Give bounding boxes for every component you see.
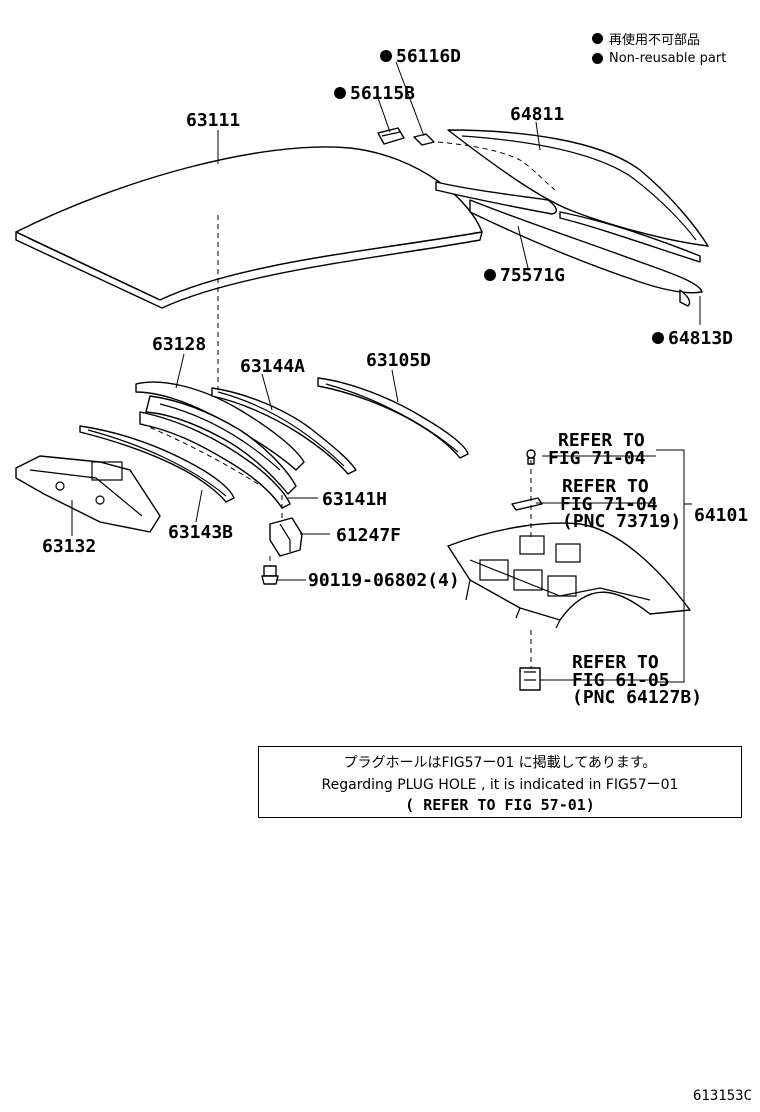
clip-56115B[interactable] bbox=[377, 127, 405, 145]
refer-fig71-04-b-line2[interactable]: FIG 71-04 bbox=[560, 494, 658, 515]
legend-text-en: Non-reusable part bbox=[609, 50, 727, 66]
refer-fig71-04-a-line1[interactable]: REFER TO bbox=[558, 430, 645, 451]
refer-fig71-04-b-line3[interactable]: (PNC 73719) bbox=[562, 511, 681, 532]
non-reusable-dot-icon bbox=[652, 332, 664, 344]
weatherstrip-75571G[interactable] bbox=[435, 181, 558, 215]
legend-row-en: Non-reusable part bbox=[592, 48, 726, 68]
dam-64813D[interactable] bbox=[469, 199, 703, 307]
label-75571G[interactable]: 75571G bbox=[500, 265, 565, 286]
label-63143B[interactable]: 63143B bbox=[168, 522, 233, 543]
non-reusable-dot-icon bbox=[380, 50, 392, 62]
label-63132[interactable]: 63132 bbox=[42, 536, 96, 557]
note-line-refer[interactable]: ( REFER TO FIG 57-01) bbox=[405, 796, 595, 814]
roof-panel-63111[interactable] bbox=[15, 146, 483, 309]
dashed-leader bbox=[141, 423, 259, 485]
note-line-en: Regarding PLUG HOLE , it is indicated in… bbox=[321, 777, 679, 793]
non-reusable-dot-icon bbox=[484, 269, 496, 281]
non-reusable-dot-icon bbox=[592, 32, 603, 44]
label-64813D[interactable]: 64813D bbox=[668, 328, 733, 349]
label-64811[interactable]: 64811 bbox=[510, 104, 564, 125]
note-line-jp: プラグホールはFIG57ー01 に掲載してあります。 bbox=[343, 755, 657, 771]
figure-id: 613153C bbox=[692, 1088, 752, 1104]
label-63105D[interactable]: 63105D bbox=[366, 350, 431, 371]
dashed-leader bbox=[437, 141, 556, 191]
roof-panel-63132[interactable] bbox=[15, 455, 161, 533]
legend: 再使用不可部品 Non-reusable part bbox=[592, 28, 726, 68]
bracket-61247F[interactable] bbox=[269, 517, 303, 557]
refer-fig71-04-b-line1[interactable]: REFER TO bbox=[562, 476, 649, 497]
clip-56116D[interactable] bbox=[413, 133, 435, 146]
label-63141H[interactable]: 63141H bbox=[322, 489, 387, 510]
non-reusable-dot-icon bbox=[334, 87, 346, 99]
label-64101[interactable]: 64101 bbox=[694, 505, 748, 526]
clip-fig71-04-b[interactable] bbox=[511, 497, 543, 511]
label-90119-06802[interactable]: 90119-06802(4) bbox=[308, 570, 460, 591]
bracket-fig61-05[interactable] bbox=[519, 667, 541, 691]
legend-row-jp: 再使用不可部品 bbox=[592, 28, 726, 48]
roof-bow-63143B[interactable] bbox=[79, 425, 235, 503]
label-61247F[interactable]: 61247F bbox=[336, 525, 401, 546]
refer-fig61-05-line1[interactable]: REFER TO bbox=[572, 652, 659, 673]
plug-hole-note: プラグホールはFIG57ー01 に掲載してあります。 Regarding PLU… bbox=[258, 746, 742, 818]
roof-panel-reinforcement-63128[interactable] bbox=[135, 381, 305, 509]
roof-bow-63144A[interactable] bbox=[211, 387, 357, 475]
label-63144A[interactable]: 63144A bbox=[240, 356, 305, 377]
legend-text-jp: 再使用不可部品 bbox=[609, 32, 701, 48]
non-reusable-dot-icon bbox=[592, 52, 603, 64]
leader-lines bbox=[71, 61, 701, 683]
label-56115B[interactable]: 56115B bbox=[350, 83, 415, 104]
back-window-glass-64811[interactable] bbox=[447, 129, 709, 247]
roof-bow-63105D[interactable] bbox=[317, 377, 469, 459]
refer-fig61-05-line3[interactable]: (PNC 64127B) bbox=[572, 687, 702, 708]
refer-fig61-05-line2[interactable]: FIG 61-05 bbox=[572, 670, 670, 691]
label-63128[interactable]: 63128 bbox=[152, 334, 206, 355]
label-56116D[interactable]: 56116D bbox=[396, 46, 461, 67]
bolt-90119[interactable] bbox=[261, 565, 279, 585]
label-63111[interactable]: 63111 bbox=[186, 110, 240, 131]
refer-fig71-04-a-line2[interactable]: FIG 71-04 bbox=[548, 448, 646, 469]
package-tray-panel-64101[interactable] bbox=[447, 522, 691, 629]
